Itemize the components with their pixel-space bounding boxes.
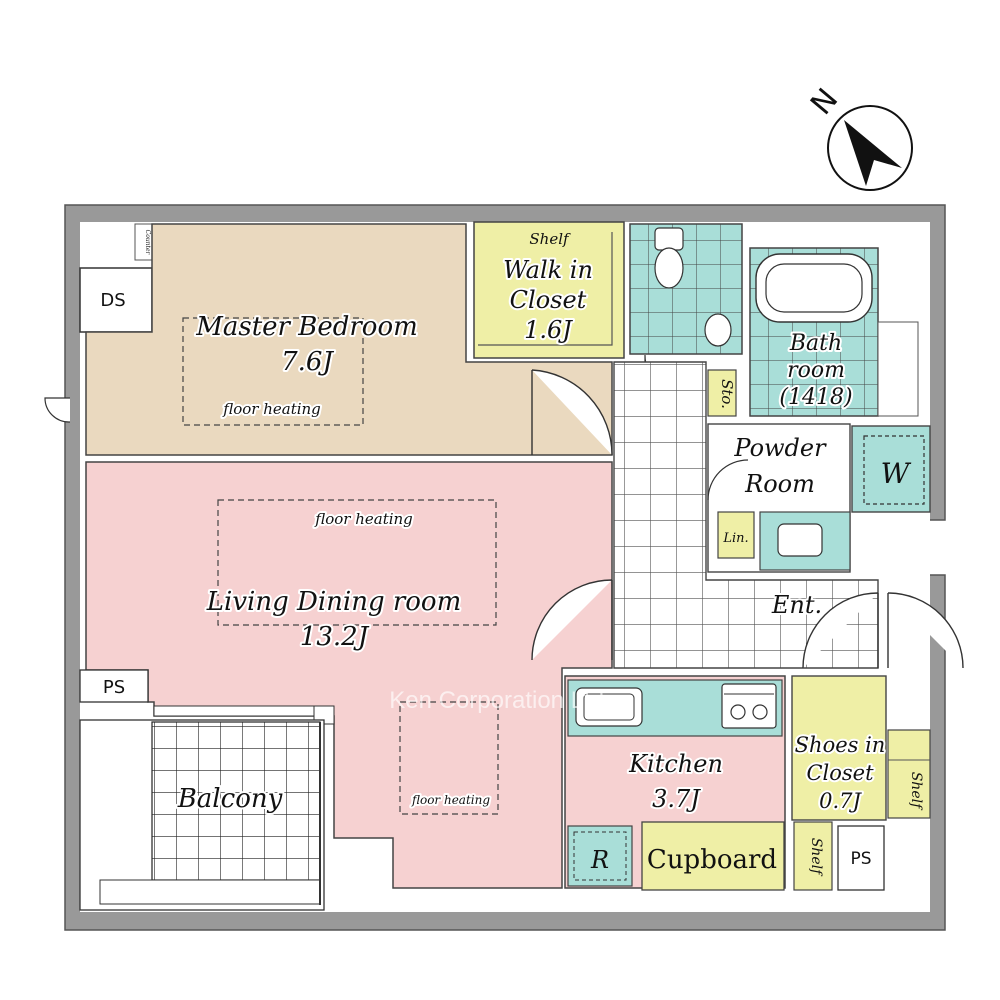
small-shelf: Shelf xyxy=(793,821,833,891)
shoes-label-line1: Shoes in xyxy=(795,733,886,757)
ps-left: PS xyxy=(79,669,149,703)
ds-closet: DS xyxy=(79,267,153,333)
bath-size: (1418) xyxy=(779,385,852,410)
living-heating-zone xyxy=(217,499,497,626)
shoes-shelf: Shelf xyxy=(887,729,931,819)
small-shelf-label: Shelf xyxy=(808,838,824,877)
wic-shelf-label: Shelf xyxy=(529,230,571,248)
entrance-label: Ent. xyxy=(771,591,822,619)
lower-heating-label: floor heating xyxy=(411,793,490,807)
storage: Sto. xyxy=(707,369,737,417)
toilet-room xyxy=(629,223,743,401)
north-arrow-icon xyxy=(844,120,902,186)
washer-label: W xyxy=(881,457,912,490)
hallway: Ent. xyxy=(613,361,879,669)
wic-label-line1: Walk in xyxy=(503,256,593,284)
shoes-shelf-label: Shelf xyxy=(908,772,924,811)
ps-left-label: PS xyxy=(103,677,125,698)
left-wall-door xyxy=(44,397,71,423)
linen-label: Lin. xyxy=(722,531,748,546)
front-door-swing xyxy=(887,592,964,669)
watermark: Ken Corporation Ltd. xyxy=(389,687,610,714)
living-size: 13.2J xyxy=(300,622,370,652)
stove-icon xyxy=(721,683,777,729)
master-bedroom-size: 7.6J xyxy=(281,347,334,377)
bath-label-line2: room xyxy=(787,358,845,383)
linen-closet: Lin. xyxy=(717,511,755,559)
bedroom-heating-zone xyxy=(182,317,364,426)
living-dining-room: floor heating Living Dining room 13.2J f… xyxy=(85,461,613,889)
counter-label: Counter xyxy=(144,230,151,256)
fridge-label: R xyxy=(590,846,609,874)
compass-north-label: N xyxy=(804,82,845,122)
wic-label-line2: Closet xyxy=(510,286,587,314)
ps-right: PS xyxy=(837,825,885,891)
cupboard: Cupboard xyxy=(641,821,785,891)
lower-heating-zone xyxy=(399,701,499,815)
shoes-in-closet: Shoes in Closet 0.7J xyxy=(791,592,964,821)
toilet-sink-icon xyxy=(704,313,732,347)
living-heating-label: floor heating xyxy=(314,510,413,528)
storage-label: Sto. xyxy=(718,379,736,409)
wic-size: 1.6J xyxy=(524,316,573,344)
entrance-door-swing xyxy=(802,592,879,669)
powder-room: Powder Room xyxy=(707,423,851,573)
bathroom: Bath room (1418) xyxy=(749,247,919,417)
ps-right-label: PS xyxy=(850,849,871,869)
balcony-label: Balcony xyxy=(177,784,283,814)
powder-label-line2: Room xyxy=(744,470,815,498)
bedroom-heating-label: floor heating xyxy=(222,400,321,418)
kitchen-size: 3.7J xyxy=(652,785,701,813)
shoes-label-line2: Closet xyxy=(806,761,874,785)
ds-label: DS xyxy=(100,290,125,311)
master-bedroom-label: Master Bedroom xyxy=(195,312,418,342)
cupboard-label: Cupboard xyxy=(647,845,777,875)
compass: N xyxy=(804,82,913,191)
shoes-size: 0.7J xyxy=(819,789,862,813)
toilet-tank-icon xyxy=(654,227,684,251)
living-label: Living Dining room xyxy=(206,587,462,617)
kitchen-sink-icon xyxy=(575,687,643,727)
fridge-space: R xyxy=(567,825,633,887)
washer-space: W xyxy=(851,425,931,513)
counter-area: Counter xyxy=(134,223,154,261)
bedroom-door-swing xyxy=(531,369,613,456)
master-bedroom: Master Bedroom 7.6J floor heating xyxy=(85,223,613,456)
powder-label-line1: Powder xyxy=(733,434,827,462)
living-door-swing xyxy=(531,579,613,661)
walk-in-closet: Shelf Walk in Closet 1.6J xyxy=(473,221,625,359)
vanity-sink-icon xyxy=(777,523,823,557)
toilet-bowl-icon xyxy=(654,247,684,289)
bath-label-line1: Bath xyxy=(789,331,842,356)
bathtub-icon xyxy=(755,253,873,323)
balcony: Balcony xyxy=(79,719,325,911)
kitchen-label: Kitchen xyxy=(628,750,723,778)
